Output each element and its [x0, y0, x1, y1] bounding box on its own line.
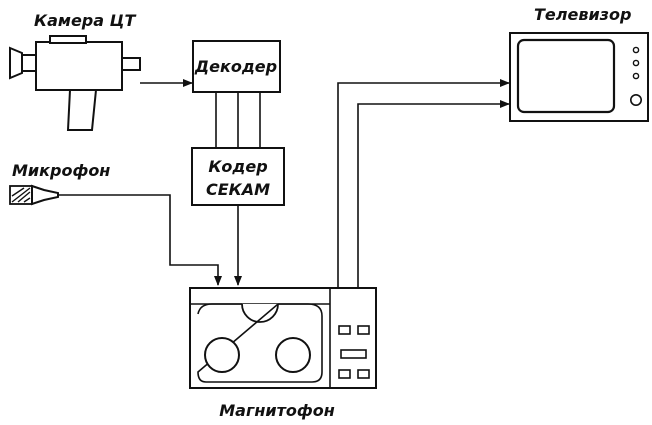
- camera-label: Камера ЦТ: [34, 11, 136, 30]
- coder-label-line1: Кодер: [208, 157, 267, 176]
- decoder-to-coder-lines: [215, 92, 261, 148]
- coder-label-line2: СЕКАМ: [206, 180, 270, 199]
- television-label: Телевизор: [534, 5, 631, 24]
- microphone-icon: [9, 184, 59, 206]
- decoder-label: Декодер: [194, 57, 277, 76]
- recorder-to-tv-arrow-lower: [357, 100, 510, 288]
- microphone-to-recorder-arrow: [58, 194, 222, 286]
- tape-recorder: [189, 287, 377, 389]
- decoder-box: [192, 40, 281, 93]
- television-icon: [509, 32, 649, 122]
- recorder-to-tv-arrow-upper: [337, 79, 510, 288]
- microphone-label: Микрофон: [12, 161, 110, 180]
- recorder-label: Магнитофон: [219, 401, 335, 420]
- camera-icon: [9, 35, 141, 131]
